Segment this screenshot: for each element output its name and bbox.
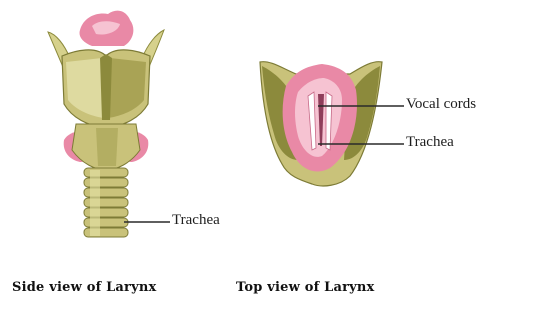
trachea-rings-side xyxy=(84,168,128,237)
side-view-larynx xyxy=(48,11,170,237)
trachea-top-label: Trachea xyxy=(406,134,454,151)
laryngeal-prominence xyxy=(100,54,112,120)
vocal-cords-label: Vocal cords xyxy=(406,96,476,113)
trachea-side-label: Trachea xyxy=(172,212,220,229)
cricoid-center xyxy=(96,128,118,166)
top-view-caption: Top view of Larynx xyxy=(236,280,375,295)
side-view-caption: Side view of Larynx xyxy=(12,280,156,295)
top-view-larynx xyxy=(260,62,404,186)
